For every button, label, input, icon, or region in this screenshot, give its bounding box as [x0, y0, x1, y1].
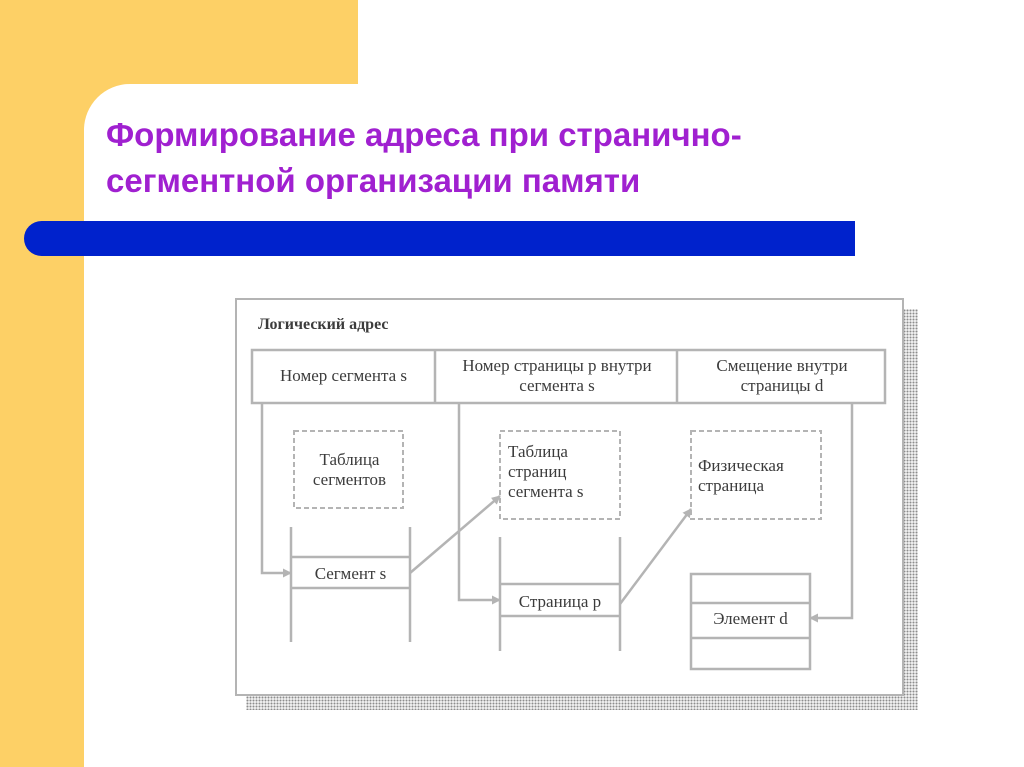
arrow-segment-number-to-segment [260, 403, 292, 578]
slide-title: Формирование адреса при странично- сегме… [106, 112, 966, 204]
physical-page-box [690, 430, 822, 520]
element-entry-label: Элемент d [713, 609, 788, 628]
diagram-lines [250, 348, 887, 671]
arrow-segment-to-page-table [409, 495, 501, 574]
segment-number-field-label: Номер сегмента s [279, 366, 407, 385]
slide-title-line-1: Формирование адреса при странично- [106, 116, 742, 153]
physical-page-label: Физическая страница [698, 456, 784, 495]
segment-entry-label: Сегмент s [314, 564, 387, 583]
arrow-page-number-to-page [457, 403, 501, 605]
page-number-field-label: Номер страницы p внутри сегмента s [462, 356, 652, 395]
page-table-label: Таблица страниц сегмента s [508, 442, 584, 501]
arrow-offset-to-element [809, 403, 854, 623]
arrow-page-to-physical-page [618, 508, 693, 605]
logical-address-bar [250, 348, 887, 405]
segment-table-box [293, 430, 404, 509]
title-underline-bar [24, 221, 855, 256]
logical-address-heading: Логический адрес [258, 316, 389, 333]
page-entry-label: Страница p [518, 592, 602, 611]
segment-table-label: Таблица сегментов [312, 450, 387, 489]
offset-field-label: Смещение внутри страницы d [716, 356, 848, 395]
diagram-frame [235, 298, 904, 696]
slide-title-line-2: сегментной организации памяти [106, 162, 641, 199]
page-table-box [499, 430, 621, 520]
